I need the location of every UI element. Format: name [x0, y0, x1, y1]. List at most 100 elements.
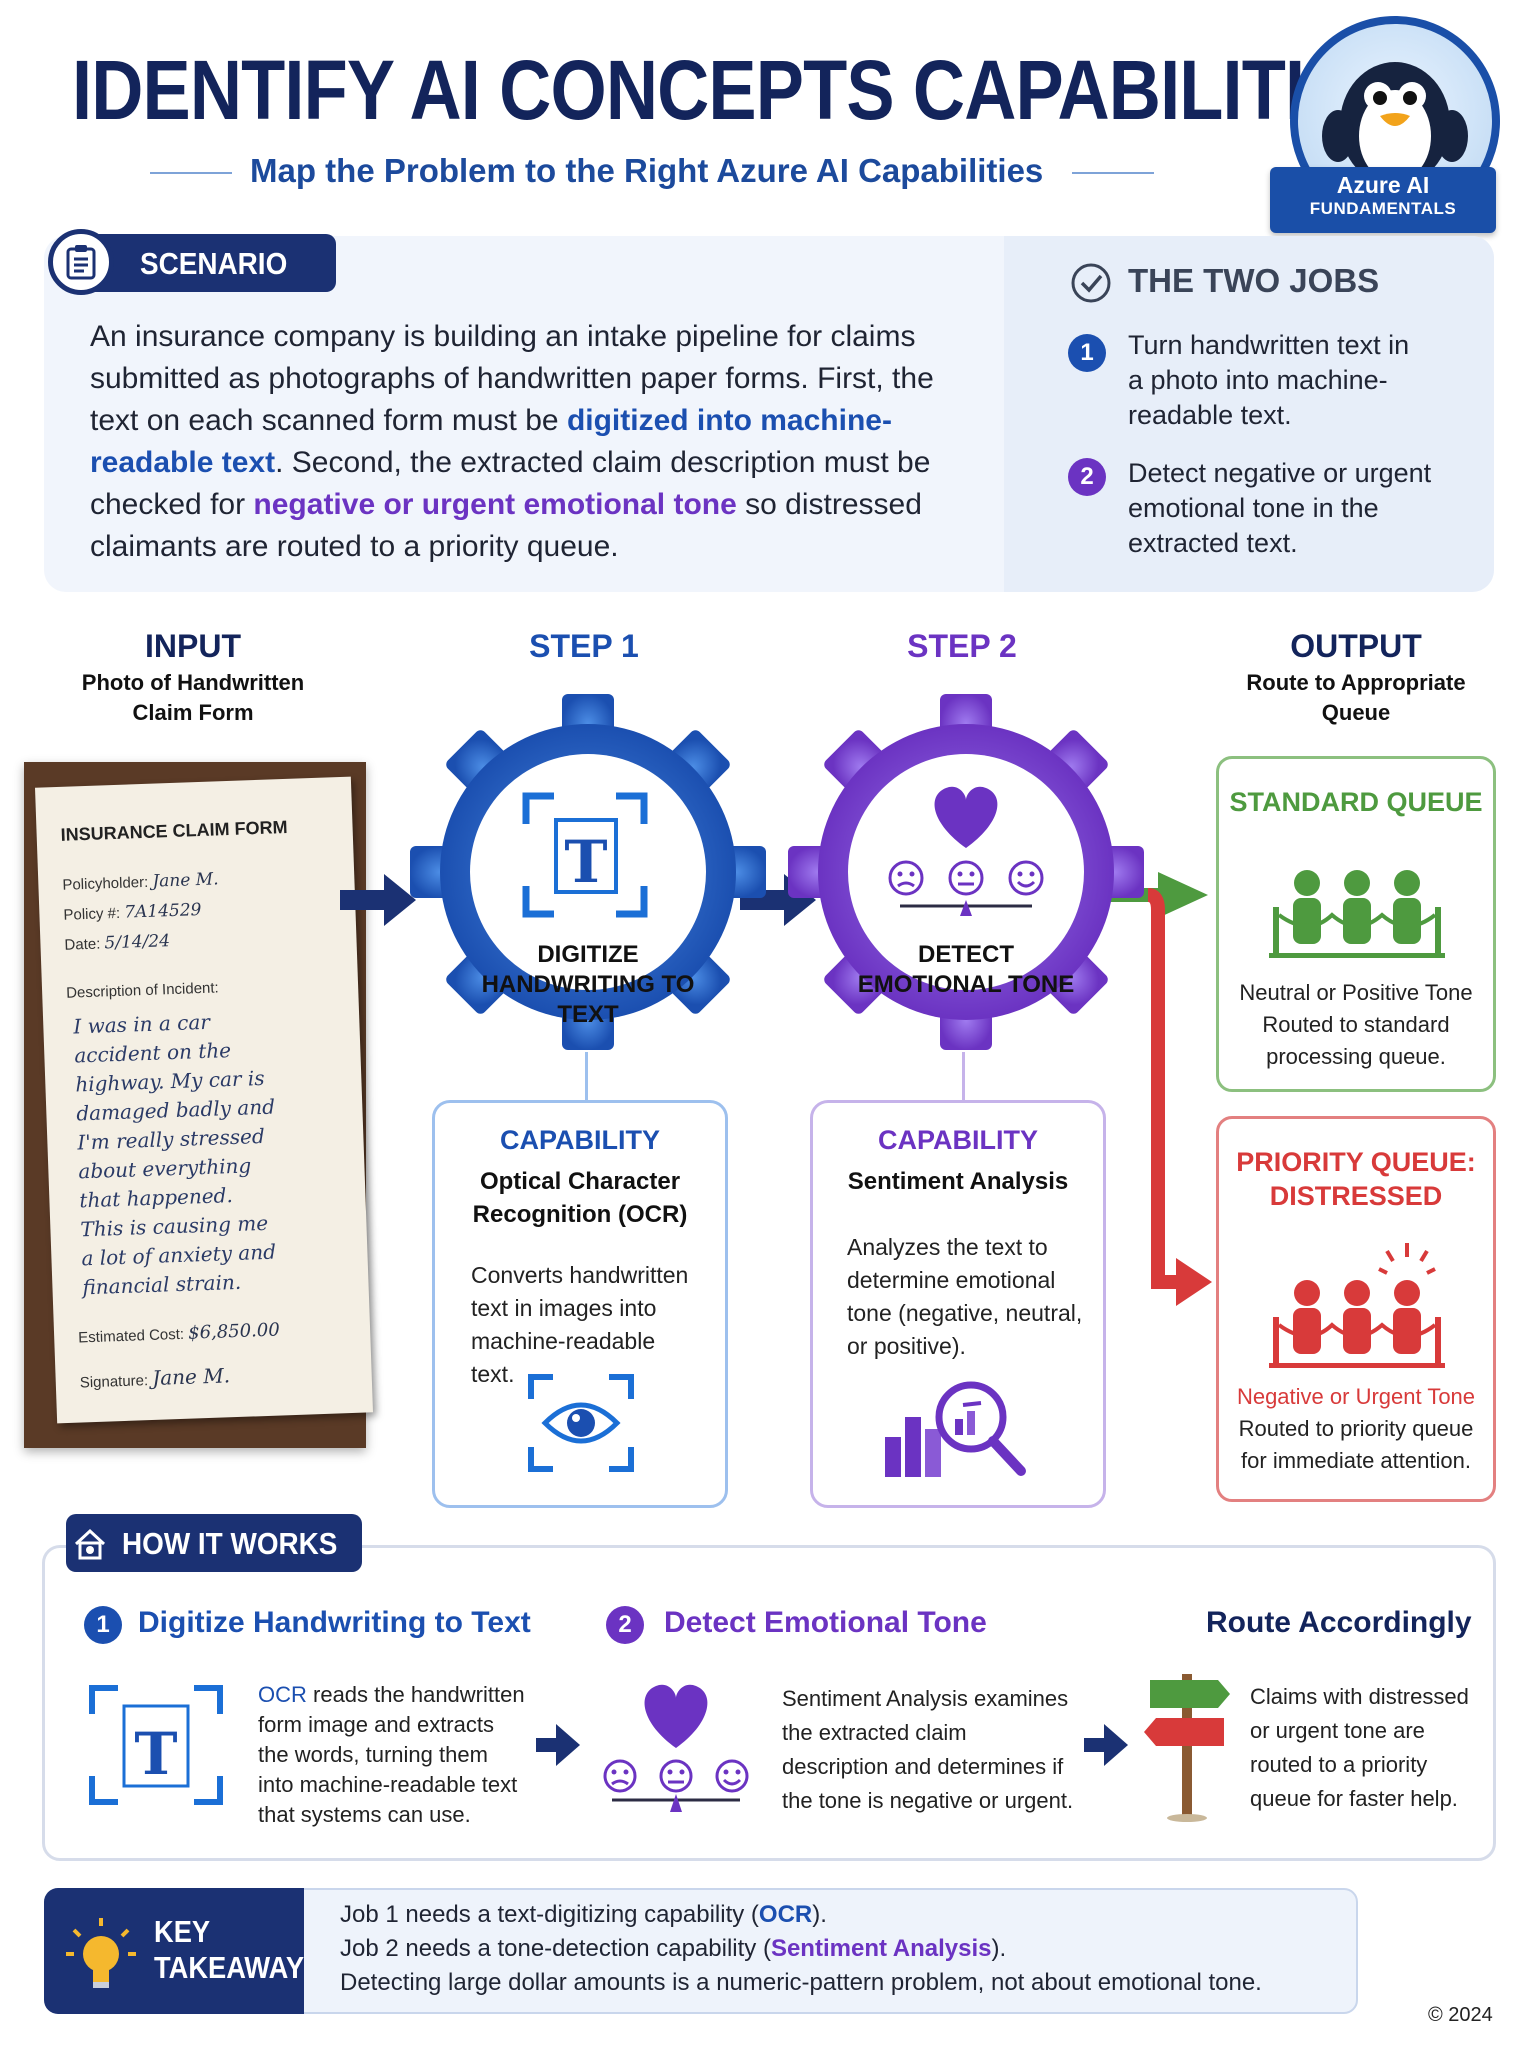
job-1-number: 1 [1068, 334, 1106, 372]
standard-queue-card: STANDARD QUEUE Neutral or Positive Tone … [1216, 756, 1496, 1092]
scenario-text: An insurance company is building an inta… [90, 316, 990, 568]
priority-queue-tone: Negative or Urgent Tone [1236, 1384, 1476, 1409]
capability-description: Converts handwritten text in images into… [471, 1262, 689, 1387]
clipboard-icon [48, 229, 114, 295]
how-it-works-panel [42, 1545, 1496, 1861]
subtitle-rule-right [1072, 172, 1154, 174]
priority-queue-card: PRIORITY QUEUE: DISTRESSED Negative or U… [1216, 1116, 1496, 1502]
penguin-mascot-icon [1322, 62, 1468, 186]
input-heading: INPUT [145, 628, 241, 664]
takeaway-line-3: Detecting large dollar amounts is a nume… [340, 1969, 1262, 1996]
how-step-1-text: reads the handwritten form image and ext… [258, 1682, 525, 1827]
gear-1-stem [585, 1052, 588, 1104]
capability-name: Sentiment Analysis [847, 1168, 1069, 1195]
how-step-3-title: Route Accordingly [1206, 1606, 1472, 1639]
scenario-text-3: so distressed claimants are routed to a … [90, 488, 922, 563]
key-takeaway-text: Job 1 needs a text-digitizing capability… [340, 1898, 1340, 2000]
subtitle-rule-left [150, 172, 232, 174]
job-2-text: Detect negative or urgent emotional tone… [1128, 458, 1432, 558]
claim-form-photo: INSURANCE CLAIM FORM Policyholder: Jane … [24, 762, 374, 1448]
output-subheading: Route to Appropriate Queue [1246, 670, 1466, 725]
heart-emotion-scale-icon [603, 1684, 749, 1812]
capability-name: Optical Character Recognition (OCR) [472, 1168, 688, 1228]
job-1-text: Turn handwritten text in a photo into ma… [1128, 330, 1410, 430]
page-subtitle: Map the Problem to the Right Azure AI Ca… [250, 152, 1044, 189]
arrow-right-icon [536, 1724, 580, 1766]
gear-step-2 [788, 694, 1144, 1050]
priority-queue-description: Routed to priority queue for immediate a… [1238, 1416, 1474, 1473]
signpost-icon [1144, 1674, 1230, 1822]
handwritten-description: I was in a car accident on the highway. … [73, 1003, 363, 1303]
text-scan-icon: T [89, 1685, 223, 1805]
estimated-cost-label: Estimated Cost: [77, 1325, 185, 1347]
takeaway-line-2-c: ). [991, 1935, 1007, 1962]
policyholder-label: Policyholder: [62, 873, 149, 894]
gear-2-stem [962, 1052, 965, 1104]
job-2-number: 2 [1068, 458, 1106, 496]
standard-queue-tone: Neutral or Positive Tone [1239, 980, 1473, 1005]
azure-ai-fundamentals-ribbon: Azure AI FUNDAMENTALS [1270, 167, 1496, 233]
ocr-term: OCR [258, 1682, 307, 1707]
step-1-heading: STEP 1 [529, 628, 639, 664]
takeaway-line-1-a: Job 1 needs a text-digitizing capability… [340, 1901, 759, 1928]
how-step-1-title: Digitize Handwriting to Text [138, 1606, 531, 1639]
arrow-right-icon [1084, 1724, 1128, 1766]
how-step-1-description: OCR reads the handwritten form image and… [258, 1680, 528, 1830]
output-heading: OUTPUT [1290, 628, 1422, 664]
takeaway-line-2-a: Job 2 needs a tone-detection capability … [340, 1935, 771, 1962]
badge-line-1: Azure AI [1336, 172, 1430, 198]
arrow-right-icon [340, 874, 416, 926]
policy-number-label: Policy #: [63, 904, 121, 924]
form-title: INSURANCE CLAIM FORM [60, 816, 288, 845]
scenario-text-2: . Second, the extracted claim descriptio… [90, 446, 931, 521]
badge-line-2: FUNDAMENTALS [1309, 199, 1457, 218]
signature-value: Jane M. [151, 1363, 231, 1390]
copyright: © 2024 [1428, 2004, 1493, 2026]
paper-form: INSURANCE CLAIM FORM Policyholder: Jane … [34, 776, 374, 1424]
how-step-3-description: Claims with distressed or urgent tone ar… [1250, 1684, 1469, 1811]
check-circle-icon [1070, 262, 1112, 309]
svg-text:T: T [564, 828, 607, 896]
gear-2-label: DETECT EMOTIONAL TONE [857, 941, 1075, 998]
key-takeaway-label-2: TAKEAWAY [154, 1950, 305, 1985]
how-step-1-number: 1 [84, 1606, 122, 1644]
distressed-people-queue-icon [1269, 1243, 1445, 1368]
how-it-works-label-pill: HOW IT WORKS [66, 1514, 362, 1572]
chart-magnifier-icon [885, 1381, 1026, 1477]
policy-number-value: 7A14529 [123, 899, 202, 923]
capability-card-sentiment: CAPABILITY Sentiment Analysis Analyzes t… [810, 1100, 1106, 1508]
key-takeaway-label-block: KEY TAKEAWAY [44, 1888, 304, 2014]
estimated-cost-value: $6,850.00 [187, 1319, 281, 1344]
svg-text:T: T [134, 1720, 177, 1788]
scenario-highlight-2: negative or urgent emotional tone [253, 488, 737, 521]
scenario-text-1: An insurance company is building an inta… [90, 320, 934, 437]
scenario-highlight-1: digitized into machine-readable text [90, 404, 892, 479]
date-value: 5/14/24 [104, 931, 171, 954]
signature-label: Signature: [79, 1372, 149, 1392]
takeaway-sentiment: Sentiment Analysis [770, 1935, 992, 1962]
standard-queue-description: Routed to standard processing queue. [1262, 1012, 1450, 1069]
capability-heading: CAPABILITY [878, 1125, 1038, 1155]
text-scan-icon: T [522, 792, 648, 918]
page-title: IDENTIFY AI CONCEPTS CAPABILITIES [72, 43, 1400, 137]
standard-queue-title: STANDARD QUEUE [1229, 787, 1483, 817]
policyholder-value: Jane M. [152, 869, 219, 892]
lightbulb-icon [66, 1918, 136, 1988]
two-jobs-title: THE TWO JOBS [1128, 262, 1380, 299]
takeaway-line-1-c: ). [812, 1901, 827, 1928]
two-jobs-panel [1004, 236, 1494, 592]
how-it-works-label: HOW IT WORKS [122, 1526, 338, 1561]
key-takeaway-label-1: KEY [154, 1914, 211, 1949]
how-step-2-description: Sentiment Analysis examines the extracte… [782, 1686, 1074, 1813]
priority-queue-title-1: PRIORITY QUEUE: [1236, 1147, 1476, 1177]
heart-emotion-scale-icon [888, 786, 1044, 916]
gear-1-label: DIGITIZE HANDWRITING TO TEXT [481, 941, 695, 1028]
step-2-heading: STEP 2 [907, 628, 1017, 664]
how-step-2-number: 2 [606, 1606, 644, 1644]
home-gear-icon [72, 1526, 108, 1562]
input-subheading: Photo of Handwritten Claim Form [81, 670, 305, 725]
capability-description: Analyzes the text to determine emotional… [847, 1234, 1083, 1359]
capability-heading: CAPABILITY [500, 1125, 660, 1155]
priority-queue-title-2: DISTRESSED [1269, 1181, 1443, 1211]
people-queue-icon [1269, 870, 1445, 958]
